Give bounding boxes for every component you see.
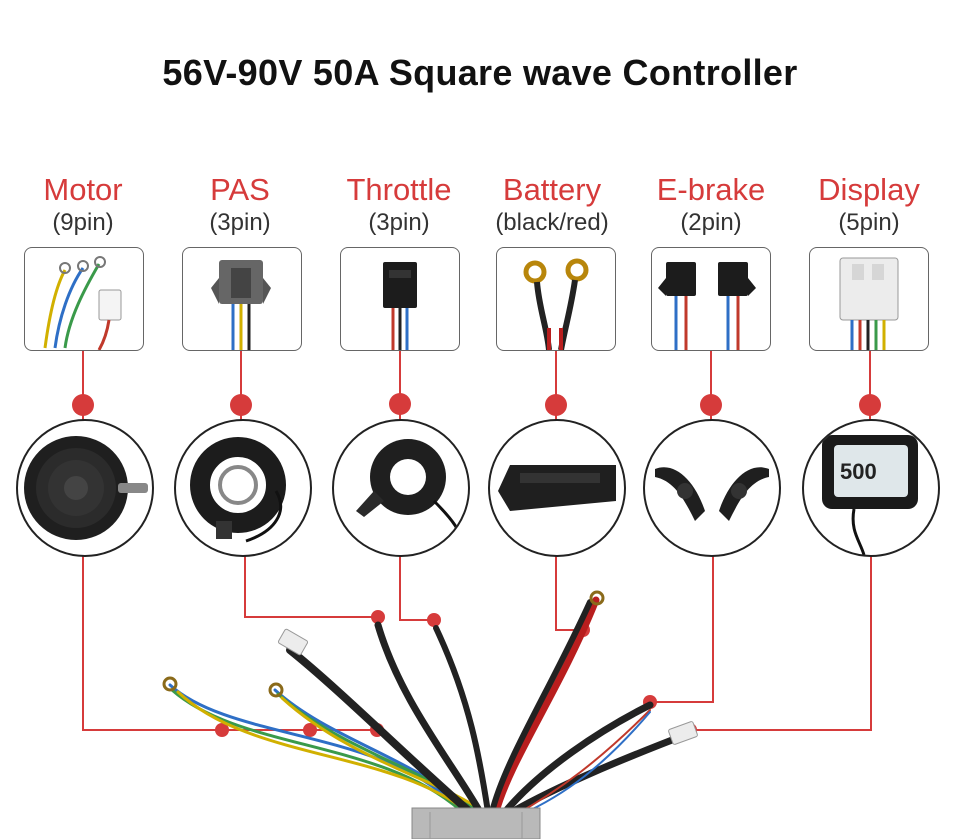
controller-harness	[168, 596, 689, 816]
connector-pins: (2pin)	[680, 209, 742, 236]
connector-name: Motor	[43, 172, 123, 207]
label-motor: Motor (9pin)	[8, 172, 158, 238]
battery-terminal-icon	[496, 247, 616, 351]
display-speed-readout: 500	[840, 459, 877, 484]
hub-motor-icon	[16, 419, 154, 557]
controller-box	[411, 807, 541, 839]
connector-pins: (9pin)	[52, 209, 114, 236]
connector-name: PAS	[210, 172, 270, 207]
label-pas: PAS (3pin)	[165, 172, 315, 238]
label-battery: Battery (black/red)	[477, 172, 627, 238]
label-display: Display (5pin)	[794, 172, 944, 238]
thumb-throttle-icon	[332, 419, 470, 557]
label-throttle: Throttle (3pin)	[324, 172, 474, 238]
label-ebrake: E-brake (2pin)	[636, 172, 786, 238]
pas-connector-icon	[182, 247, 302, 351]
pas-sensor-icon	[174, 419, 312, 557]
page-title: 56V-90V 50A Square wave Controller	[162, 52, 798, 93]
throttle-connector-icon	[340, 247, 460, 351]
connector-name: Battery	[502, 172, 602, 207]
connector-name: E-brake	[656, 172, 766, 207]
connector-pins: (5pin)	[838, 209, 900, 236]
connector-name: Display	[818, 172, 920, 207]
display-connector-icon	[809, 247, 929, 351]
battery-pack-icon	[488, 419, 626, 557]
motor-wire-icon	[24, 247, 144, 351]
connector-pins: (3pin)	[209, 209, 271, 236]
ebrake-connector-icon	[651, 247, 771, 351]
connector-pins: (3pin)	[368, 209, 430, 236]
harness-connectors	[162, 590, 698, 745]
lcd-display-icon: 500	[802, 419, 940, 557]
connector-name: Throttle	[346, 172, 452, 207]
brake-lever-icon	[643, 419, 781, 557]
connector-pins: (black/red)	[495, 209, 609, 236]
